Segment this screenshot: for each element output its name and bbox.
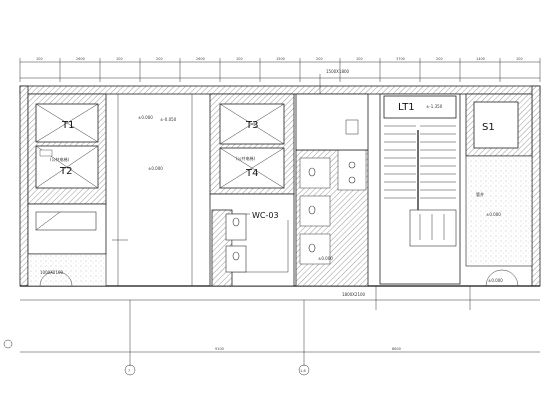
bottom-dim-2: 8600 — [392, 347, 401, 351]
bottom-dim-1: 9100 — [215, 347, 224, 351]
room-t2-label: T2 — [59, 166, 72, 177]
pipe-note: 管井 — [476, 191, 484, 197]
dimension-label: 100 — [356, 57, 363, 61]
dimension-label: 3700 — [396, 57, 405, 61]
elevator-shaft-t3-t4 — [209, 93, 295, 195]
axis-right-label: 1-8 — [300, 369, 306, 373]
grid-axis-right — [298, 364, 310, 376]
elevator-shaft-t1-t2 — [27, 93, 107, 205]
stair-lt1 — [379, 93, 461, 285]
elevation-right-lower: ±0.000 — [488, 278, 503, 283]
corridor-left — [112, 94, 193, 286]
bottom-right-openings — [375, 269, 519, 310]
room-lt1-label: LT1 — [398, 102, 415, 113]
room-wc-label: WC-03 — [252, 211, 279, 220]
room-t1-label: T1 — [61, 120, 74, 131]
room-t4-label: T4 — [245, 168, 258, 179]
t1-note: (公共电梯) — [50, 156, 70, 162]
grid-axis-left — [124, 364, 136, 376]
dimension-label: 100 — [36, 57, 43, 61]
door-size-center: 1800X2100 — [342, 292, 366, 297]
bottom-dimension-line — [20, 300, 540, 366]
elevation-t1: ±0.000 — [138, 115, 153, 120]
grid-bubble-edge — [3, 339, 13, 349]
dimension-label: 200 — [316, 57, 323, 61]
dimension-label: 100 — [236, 57, 243, 61]
left-lower-block — [27, 203, 107, 287]
axis-left-label: 7 — [128, 369, 130, 373]
elevation-lt1: ±-1.350 — [426, 104, 443, 109]
dimension-label: 200 — [156, 57, 163, 61]
top-dimension-line: 100 2600 100 200 2600 100 1500 200 100 3700 200 140… — [19, 57, 541, 82]
shaft-s1 — [465, 93, 533, 267]
dimension-label: 1500 — [276, 57, 285, 61]
door-size-left: 1000X2100 — [40, 270, 64, 275]
window-size-top: 1500X1800 — [326, 69, 350, 74]
small-room-top — [295, 74, 369, 151]
dimension-label: 200 — [436, 57, 443, 61]
dimension-label: 100 — [516, 57, 523, 61]
dimension-label: 2600 — [76, 57, 85, 61]
elevation-t3: ±-0.050 — [160, 117, 177, 122]
elevation-wc: ±0.000 — [318, 256, 333, 261]
room-s1-label: S1 — [482, 122, 495, 133]
dimension-label: 1400 — [476, 57, 485, 61]
elevation-corridor: ±0.000 — [148, 166, 163, 171]
room-t3-label: T3 — [245, 120, 258, 131]
t3-note: (公共电梯) — [236, 155, 256, 161]
elevation-s1: ±0.000 — [486, 212, 501, 217]
wc-label-bg — [250, 208, 290, 220]
dimension-label: 100 — [116, 57, 123, 61]
dimension-label: 2600 — [196, 57, 205, 61]
